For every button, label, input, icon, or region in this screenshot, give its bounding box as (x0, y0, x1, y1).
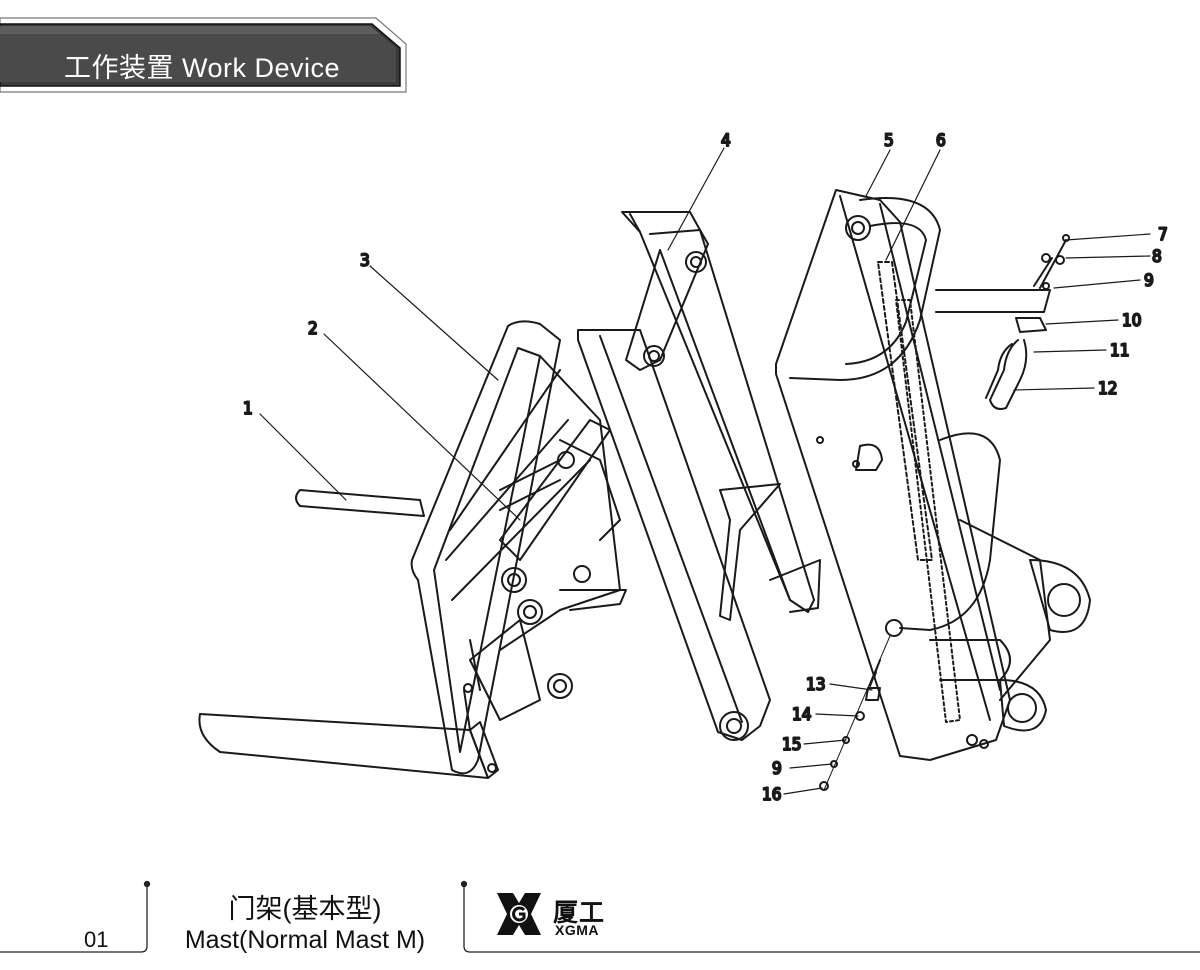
section-title-zh: 门架(基本型) (228, 894, 382, 924)
mast-exploded-drawing: 1 2 3 4 5 6 7 8 9 10 11 12 13 14 15 9 16 (198, 130, 1169, 806)
callout-6: 6 (936, 131, 946, 151)
callout-12: 12 (1098, 379, 1117, 399)
page-number: 01 (84, 927, 109, 952)
callout-1: 1 (243, 399, 253, 419)
callout-11: 11 (1110, 341, 1129, 361)
leader-lines (259, 147, 1151, 795)
callout-2: 2 (308, 319, 318, 339)
section-title-en: Mast(Normal Mast M) (184, 926, 426, 954)
part-fork (198, 489, 499, 779)
callout-15: 15 (782, 735, 801, 755)
header-banner: 工作装置 Work Device (0, 14, 410, 93)
callout-14: 14 (792, 705, 811, 725)
callout-10: 10 (1122, 311, 1141, 331)
callout-7: 7 (1158, 225, 1168, 245)
part-hose-assembly (985, 234, 1070, 410)
callout-4: 4 (721, 131, 731, 151)
callout-5: 5 (884, 131, 894, 151)
brand-name-en: XGMA (555, 922, 599, 938)
callout-3: 3 (360, 251, 370, 271)
callout-16: 16 (762, 785, 781, 805)
part-outer-mast (775, 189, 1091, 761)
part-pin-stack (819, 635, 891, 791)
callout-9-upper: 9 (1144, 271, 1154, 291)
header-banner-shape (0, 17, 407, 93)
brand-name-zh: 厦工 (553, 899, 606, 927)
callout-13: 13 (806, 675, 825, 695)
xgma-logo-icon (497, 893, 541, 935)
footer-rules (0, 880, 1200, 953)
callout-8: 8 (1152, 247, 1162, 267)
callouts: 1 2 3 4 5 6 7 8 9 10 11 12 13 14 15 9 16 (242, 130, 1169, 806)
part-inner-mast (577, 211, 821, 741)
callout-9-lower: 9 (772, 759, 782, 779)
header-title: 工作装置 Work Device (64, 53, 341, 83)
part-fork-carriage (410, 320, 627, 775)
